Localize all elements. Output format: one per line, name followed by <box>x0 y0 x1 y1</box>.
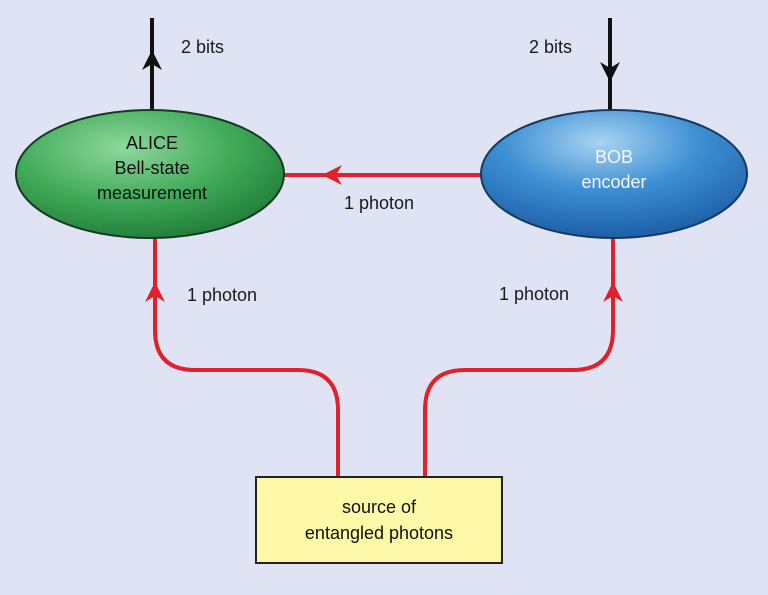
source-box: source of entangled photons <box>255 476 503 564</box>
arrowhead-left-up <box>145 282 165 302</box>
alice-bits-label: 2 bits <box>181 37 225 57</box>
photon-path-source-to-alice <box>153 238 340 476</box>
source-to-alice-photon-label: 1 photon <box>187 285 258 305</box>
source-line-1: source of <box>341 497 417 517</box>
alice-bits-arrowhead <box>142 50 162 70</box>
bob-ellipse <box>480 109 748 239</box>
photon-path-source-to-bob <box>423 238 615 476</box>
arrowhead-right-up <box>603 282 623 302</box>
alice-subtitle-1: Bell-state <box>114 158 190 178</box>
bob-bits-label: 2 bits <box>529 37 573 57</box>
alice-title: ALICE <box>125 133 179 153</box>
bob-node-label: BOB encoder <box>484 145 744 195</box>
arrowhead-mid-left <box>322 165 342 185</box>
bob-title: BOB <box>594 147 633 167</box>
alice-node-label: ALICE Bell-state measurement <box>22 131 282 206</box>
bob-bits-arrowhead <box>600 62 620 82</box>
bob-subtitle: encoder <box>581 172 647 192</box>
bob-to-alice-photon-label: 1 photon <box>344 193 415 213</box>
alice-subtitle-2: measurement <box>96 183 208 203</box>
alice-ellipse <box>15 109 285 239</box>
source-to-bob-photon-label: 1 photon <box>499 284 570 304</box>
source-line-2: entangled photons <box>304 523 454 543</box>
